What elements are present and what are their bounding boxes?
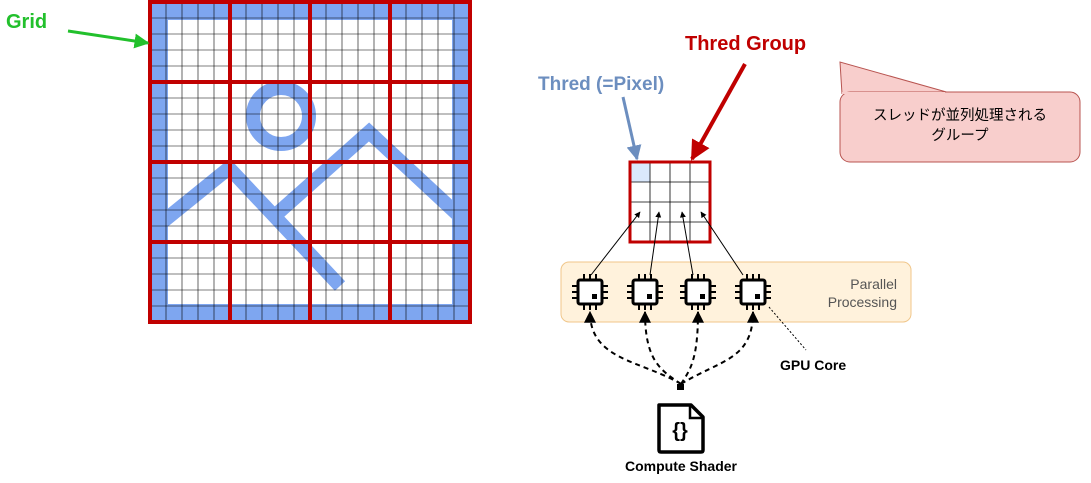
callout-line2: グループ: [931, 128, 989, 144]
gpu-core-chips: [572, 274, 771, 310]
callout-text: スレッドが並列処理される グループ: [842, 93, 1078, 159]
thread-group-box: [628, 160, 712, 244]
chip-icon: [680, 274, 716, 310]
image-sun-icon: [246, 81, 316, 151]
thread-group-callout: [839, 61, 1081, 163]
gpu-core-leader: [768, 306, 807, 351]
image-mountain-right: [265, 122, 470, 232]
parallel-label-line1: Parallel: [850, 276, 897, 292]
callout-line1: スレッドが並列処理される: [873, 108, 1047, 124]
chip-icon: [735, 274, 771, 310]
shader-braces: {}: [672, 420, 688, 442]
parallel-label-line2: Processing: [828, 294, 897, 310]
core-to-thread-arrows: [590, 211, 744, 276]
chip-icon: [572, 274, 608, 310]
grid-arrow: [67, 29, 150, 49]
chip-icon: [627, 274, 663, 310]
grid-label: Grid: [6, 11, 47, 33]
dispatch-origin: [677, 384, 684, 390]
dispatch-arrows: [584, 310, 759, 385]
thread-label: Thred (=Pixel): [538, 74, 664, 95]
thread-group-arrow: [690, 63, 747, 161]
thread-arrow: [621, 96, 642, 161]
gpu-core-label: GPU Core: [780, 357, 846, 373]
thread-group-grid: [148, 0, 472, 324]
code-file-icon: {}: [657, 403, 705, 454]
thread-group-label: Thred Group: [685, 33, 806, 55]
thread-cell-highlight: [630, 162, 650, 182]
compute-shader-label: Compute Shader: [625, 458, 738, 474]
